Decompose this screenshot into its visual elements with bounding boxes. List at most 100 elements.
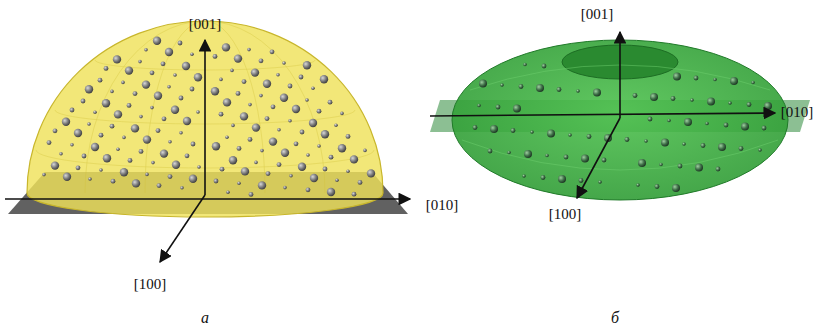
lattice-atom: [51, 161, 59, 169]
lattice-atom: [593, 89, 601, 97]
lattice-atom: [247, 48, 251, 52]
lattice-atom: [62, 118, 70, 126]
lattice-atom: [659, 163, 663, 167]
axis-arrow: [619, 32, 621, 118]
lattice-atom: [294, 141, 299, 146]
lattice-atom: [310, 174, 318, 182]
lattice-atom: [113, 55, 121, 63]
lattice-atom: [317, 144, 321, 148]
lattice-atom: [306, 153, 310, 157]
lattice-atom: [522, 174, 526, 178]
axis-arrow: [5, 198, 410, 200]
lattice-atom: [323, 167, 328, 172]
lattice-atom: [671, 96, 676, 101]
lattice-atom: [265, 116, 270, 121]
lattice-atom: [625, 137, 630, 142]
lattice-atom: [110, 124, 115, 129]
axis-arrow: [577, 118, 620, 198]
lattice-atom: [350, 155, 358, 163]
lattice-atom: [131, 124, 139, 132]
lattice-atom: [70, 108, 75, 113]
lattice-atom: [576, 89, 580, 93]
lattice-atom: [104, 66, 109, 71]
lattice-atom: [277, 128, 281, 132]
lattice-atom: [222, 43, 230, 51]
lattice-atom: [179, 131, 183, 135]
lattice-atom: [661, 139, 669, 147]
lattice-atom: [644, 139, 648, 143]
lattice-atom: [168, 140, 172, 144]
lattice-atom: [197, 165, 201, 169]
lattice-atom: [298, 163, 306, 171]
lattice-atom: [219, 78, 223, 82]
lattice-atom: [303, 61, 311, 69]
lattice-atom: [220, 167, 225, 172]
lattice-atom: [280, 94, 288, 102]
lattice-atom: [225, 135, 229, 139]
lattice-atom: [288, 84, 293, 89]
lattice-atom: [139, 115, 143, 119]
lattice-atom: [346, 169, 350, 173]
lattice-atom: [479, 80, 487, 88]
lattice-atom: [367, 169, 375, 177]
lattice-atom: [150, 70, 155, 75]
lattice-atom: [648, 117, 653, 122]
lattice-atom: [269, 137, 277, 145]
axis-label: [010]: [424, 197, 461, 214]
lattice-atom: [581, 155, 589, 163]
lattice-atom: [248, 137, 253, 142]
lattice-atom: [251, 68, 259, 76]
lattice-atom: [636, 183, 640, 187]
lattice-atom: [263, 80, 271, 88]
panel-letter: а: [199, 309, 211, 327]
lattice-atom: [211, 87, 219, 95]
lattice-atom: [587, 134, 592, 139]
lattice-atom: [327, 188, 335, 196]
lattice-atom: [701, 143, 706, 148]
lattice-atom: [88, 177, 92, 181]
lattice-atom: [536, 84, 544, 92]
lattice-atom: [59, 152, 63, 156]
lattice-atom: [602, 158, 607, 163]
axis-arrow: [160, 195, 205, 262]
lattice-atom: [496, 105, 501, 110]
lattice-atom: [346, 134, 351, 139]
lattice-atom: [226, 190, 230, 194]
lattice-atom: [236, 91, 241, 96]
lattice-atom: [93, 110, 97, 114]
lattice-atom: [690, 98, 694, 102]
lattice-atom: [180, 186, 184, 190]
lattice-atom: [728, 101, 732, 105]
lattice-atom: [182, 62, 190, 70]
lattice-atom: [154, 92, 162, 100]
lattice-atom: [128, 158, 133, 163]
lattice-atom: [99, 133, 104, 138]
lattice-atom: [306, 187, 311, 192]
lattice-atom: [76, 165, 81, 170]
lattice-atom: [358, 180, 363, 185]
lattice-atom: [270, 49, 275, 54]
lattice-atom: [42, 173, 46, 177]
lattice-atom: [276, 73, 280, 77]
lattice-atom: [143, 135, 151, 143]
lattice-atom: [179, 96, 184, 101]
axis-label: [100]: [132, 276, 169, 293]
lattice-atom: [102, 99, 110, 107]
lattice-atom: [150, 106, 154, 110]
lattice-atom: [524, 150, 532, 158]
lattice-atom: [190, 52, 194, 56]
lattice-atom: [153, 37, 161, 45]
lattice-atom: [695, 164, 703, 172]
lattice-atom: [189, 175, 197, 183]
lattice-atom: [305, 98, 309, 102]
lattice-atom: [144, 48, 148, 52]
lattice-atom: [513, 105, 521, 113]
lattice-atom: [229, 156, 237, 164]
lattice-atom: [249, 192, 254, 197]
lattice-atom: [490, 125, 498, 133]
lattice-atom: [99, 168, 103, 172]
lattice-atom: [747, 102, 752, 107]
axis-label: [010]: [779, 104, 816, 121]
lattice-atom: [231, 124, 235, 128]
lattice-atom: [47, 140, 52, 145]
